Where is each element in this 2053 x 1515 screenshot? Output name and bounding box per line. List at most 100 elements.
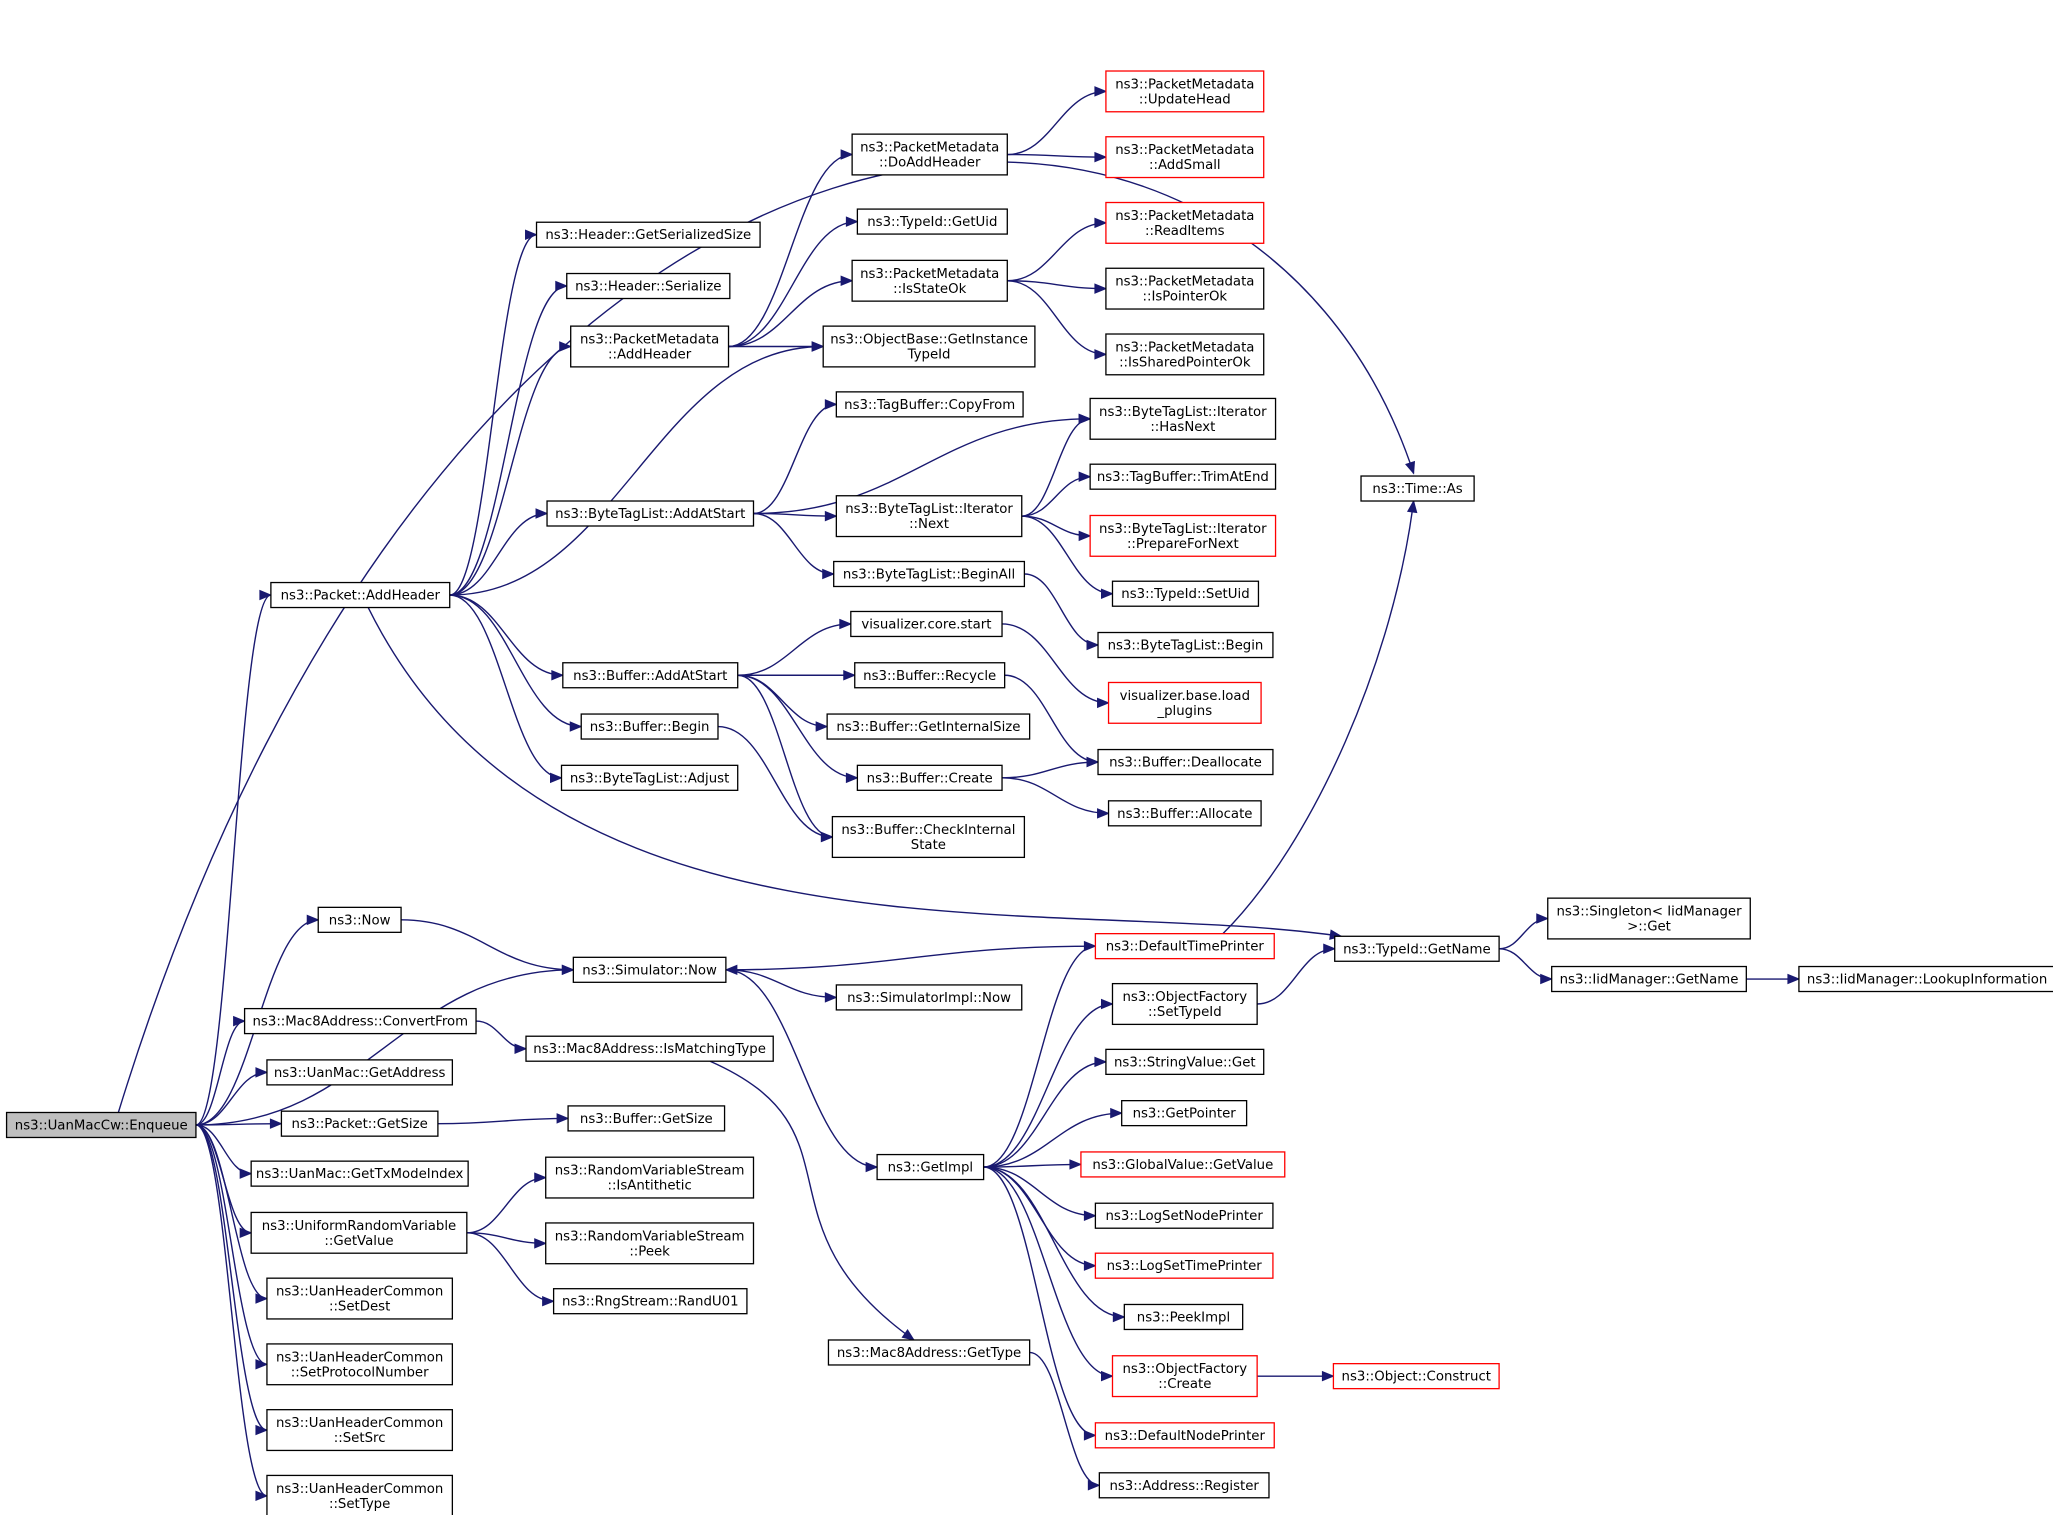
call-edge-uniform_getvalue-to-rvs_peek <box>466 1232 548 1249</box>
node-setdest[interactable]: ns3::UanHeaderCommon::SetDest <box>266 1277 454 1320</box>
node-typeid-setuid[interactable]: ns3::TypeId::SetUid <box>1111 580 1260 607</box>
node-viz-core-start[interactable]: visualizer.core.start <box>850 610 1003 638</box>
node-btl-addatstart[interactable]: ns3::ByteTagList::AddAtStart <box>546 500 755 527</box>
node-buffer-deallocate[interactable]: ns3::Buffer::Deallocate <box>1097 748 1274 776</box>
node-box <box>266 1343 454 1386</box>
node-getimpl[interactable]: ns3::GetImpl <box>876 1153 985 1181</box>
node-viz-base-loadplugins[interactable]: visualizer.base.load_plugins <box>1107 681 1262 724</box>
node-packet-addheader[interactable]: ns3::Packet::AddHeader <box>270 581 451 609</box>
node-iidmanager-getname[interactable]: ns3::IidManager::GetName <box>1551 965 1747 993</box>
node-box <box>835 984 1023 1011</box>
edge-line <box>1024 573 1099 646</box>
node-mac8-ismatchingtype[interactable]: ns3::Mac8Address::IsMatchingType <box>525 1035 774 1062</box>
node-buffer-begin[interactable]: ns3::Buffer::Begin <box>580 713 719 740</box>
arrowhead <box>1406 499 1418 514</box>
arrowhead <box>255 1293 269 1304</box>
node-object-construct[interactable]: ns3::Object::Construct <box>1332 1363 1500 1390</box>
node-pm-updatehead[interactable]: ns3::PacketMetadata::UpdateHead <box>1105 70 1265 113</box>
node-box <box>831 815 1026 859</box>
call-edge-pm_doaddheader-to-pm_updatehead <box>1007 86 1108 156</box>
call-edge-getimpl-to-logsettimeprinter <box>983 1166 1097 1271</box>
node-header-serialize[interactable]: ns3::Header::Serialize <box>566 272 731 300</box>
node-tagbuffer-trimatend[interactable]: ns3::TagBuffer::TrimAtEnd <box>1089 463 1277 490</box>
node-peekimpl[interactable]: ns3::PeekImpl <box>1123 1303 1244 1331</box>
node-btl-iter-hasnext[interactable]: ns3::ByteTagList::Iterator::HasNext <box>1089 397 1277 440</box>
node-uanmac-gettxmodeindex[interactable]: ns3::UanMac::GetTxModeIndex <box>250 1160 469 1187</box>
node-label: ns3::ByteTagList::BeginAll <box>843 567 1015 582</box>
node-label: ns3::TagBuffer::CopyFrom <box>844 398 1015 413</box>
edge-line <box>195 969 574 1126</box>
node-btl-adjust[interactable]: ns3::ByteTagList::Adjust <box>560 764 739 791</box>
node-uniform-getvalue[interactable]: ns3::UniformRandomVariable::GetValue <box>250 1211 468 1254</box>
arrowhead <box>1083 1210 1097 1221</box>
edge-line <box>983 1163 1081 1168</box>
node-logsettimeprinter[interactable]: ns3::LogSetTimePrinter <box>1094 1252 1274 1279</box>
node-label: ns3::PeekImpl <box>1137 1310 1230 1325</box>
node-settype[interactable]: ns3::UanHeaderCommon::SetType <box>266 1474 454 1515</box>
node-rvs-peek[interactable]: ns3::RandomVariableStream::Peek <box>545 1222 755 1265</box>
edge-line <box>737 674 828 728</box>
node-pm-isstateok[interactable]: ns3::PacketMetadata::IsStateOk <box>851 259 1008 302</box>
arrowhead <box>535 508 549 519</box>
node-now[interactable]: ns3::Now <box>317 906 402 933</box>
node-getpointer[interactable]: ns3::GetPointer <box>1121 1100 1248 1127</box>
arrowhead <box>255 1424 269 1436</box>
node-tagbuffer-copyfrom[interactable]: ns3::TagBuffer::CopyFrom <box>835 391 1024 418</box>
node-globalvalue-getvalue[interactable]: ns3::GlobalValue::GetValue <box>1080 1151 1286 1178</box>
node-pm-doaddheader[interactable]: ns3::PacketMetadata::DoAddHeader <box>851 133 1008 176</box>
node-defaultnodeprinter[interactable]: ns3::DefaultNodePrinter <box>1094 1422 1275 1449</box>
arrowhead <box>1083 1430 1097 1441</box>
node-mac8-convertfrom[interactable]: ns3::Mac8Address::ConvertFrom <box>243 1007 477 1035</box>
node-buffer-getsize[interactable]: ns3::Buffer::GetSize <box>567 1105 726 1132</box>
node-label: ns3::SimulatorImpl::Now <box>847 991 1011 1006</box>
node-pm-issharedpointerok[interactable]: ns3::PacketMetadata::IsSharedPointerOk <box>1105 333 1265 376</box>
node-packet-getsize[interactable]: ns3::Packet::GetSize <box>280 1110 439 1137</box>
call-edge-packet_addheader-to-buffer_addatstart <box>449 594 565 681</box>
node-typeid-getname[interactable]: ns3::TypeId::GetName <box>1334 935 1500 962</box>
node-btl-iter-next[interactable]: ns3::ByteTagList::Iterator::Next <box>835 495 1023 538</box>
node-buffer-getinternalsize[interactable]: ns3::Buffer::GetInternalSize <box>826 713 1031 740</box>
node-btl-beginall[interactable]: ns3::ByteTagList::BeginAll <box>833 560 1026 588</box>
node-defaulttimeprinter[interactable]: ns3::DefaultTimePrinter <box>1094 933 1275 960</box>
node-header-getserializedsize[interactable]: ns3::Header::GetSerializedSize <box>535 221 761 248</box>
node-setsrc[interactable]: ns3::UanHeaderCommon::SetSrc <box>266 1409 454 1452</box>
node-pm-addheader[interactable]: ns3::PacketMetadata::AddHeader <box>570 325 730 368</box>
node-pm-addsmall[interactable]: ns3::PacketMetadata::AddSmall <box>1105 136 1265 179</box>
node-buffer-addatstart[interactable]: ns3::Buffer::AddAtStart <box>562 662 739 689</box>
node-pm-ispointerok[interactable]: ns3::PacketMetadata::IsPointerOk <box>1105 267 1265 310</box>
node-setprotocolnumber[interactable]: ns3::UanHeaderCommon::SetProtocolNumber <box>266 1343 454 1386</box>
node-buffer-recycle[interactable]: ns3::Buffer::Recycle <box>854 662 1006 689</box>
node-buffer-create[interactable]: ns3::Buffer::Create <box>856 764 1003 791</box>
node-label: ::SetDest <box>329 1300 390 1315</box>
node-buffer-allocate[interactable]: ns3::Buffer::Allocate <box>1107 800 1262 827</box>
node-box <box>266 1474 454 1515</box>
node-label: ns3::IidManager::LookupInformation <box>1807 973 2047 988</box>
node-label: ns3::UniformRandomVariable <box>262 1219 457 1234</box>
node-rngstream-randu01[interactable]: ns3::RngStream::RandU01 <box>552 1288 748 1315</box>
node-singleton-get[interactable]: ns3::Singleton< IidManager >::Get <box>1547 897 1751 940</box>
arrowhead <box>1097 808 1110 819</box>
node-iidmanager-lookupinfo[interactable]: ns3::IidManager::LookupInformation <box>1798 965 2053 993</box>
node-rvs-isantithetic[interactable]: ns3::RandomVariableStream::IsAntithetic <box>545 1156 755 1199</box>
node-time-as[interactable]: ns3::Time::As <box>1360 475 1475 502</box>
node-objfactory-create[interactable]: ns3::ObjectFactory::Create <box>1111 1355 1258 1398</box>
node-pm-readitems[interactable]: ns3::PacketMetadata::ReadItems <box>1105 201 1265 244</box>
node-btl-begin[interactable]: ns3::ByteTagList::Begin <box>1097 631 1274 659</box>
node-uanmac-getaddress[interactable]: ns3::UanMac::GetAddress <box>266 1059 454 1086</box>
node-typeid-getuid[interactable]: ns3::TypeId::GetUid <box>856 208 1008 235</box>
arrowhead <box>1094 283 1108 294</box>
node-sim-now[interactable]: ns3::Simulator::Now <box>572 956 727 983</box>
arrowhead <box>845 772 859 784</box>
node-objfactory-settypeid[interactable]: ns3::ObjectFactory::SetTypeId <box>1111 982 1258 1026</box>
node-simimpl-now[interactable]: ns3::SimulatorImpl::Now <box>835 984 1023 1011</box>
node-box <box>835 495 1023 538</box>
node-address-register[interactable]: ns3::Address::Register <box>1098 1472 1270 1499</box>
node-btl-iter-prepfornext[interactable]: ns3::ByteTagList::Iterator::PrepareForNe… <box>1089 514 1277 557</box>
node-logsetnodeprinter[interactable]: ns3::LogSetNodePrinter <box>1094 1202 1274 1229</box>
node-stringvalue-get[interactable]: ns3::StringValue::Get <box>1105 1048 1265 1076</box>
edge-line <box>195 1124 268 1431</box>
edge-line <box>983 1061 1106 1168</box>
node-mac8-gettype[interactable]: ns3::Mac8Address::GetType <box>827 1339 1031 1366</box>
